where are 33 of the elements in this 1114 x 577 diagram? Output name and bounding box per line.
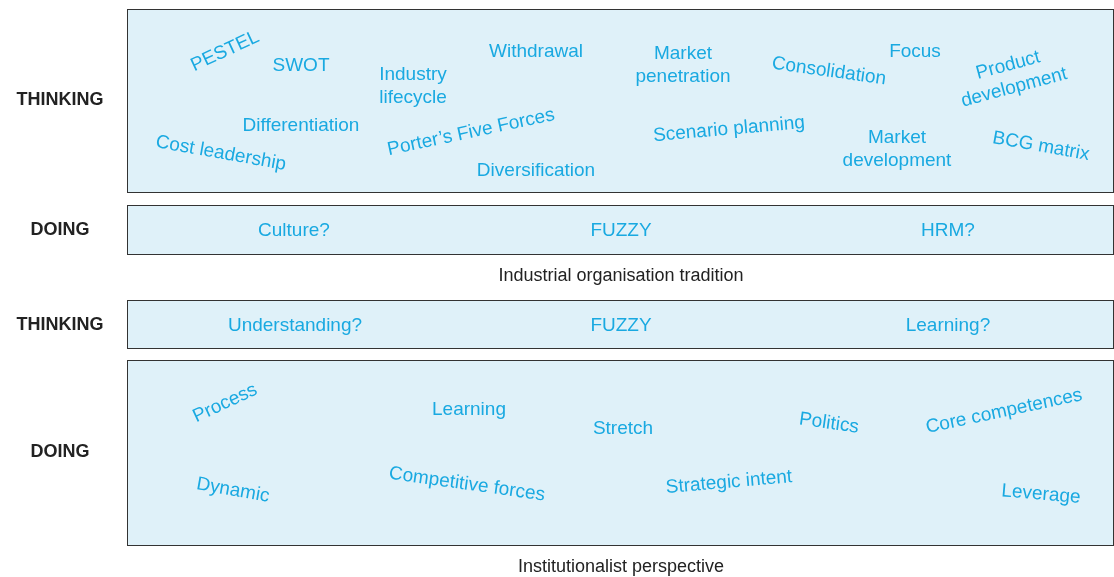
strategy-term: Consolidation	[770, 51, 888, 91]
strategy-term: Strategic intent	[664, 465, 794, 499]
strategy-term: FUZZY	[590, 218, 652, 242]
panel	[127, 205, 1114, 255]
strategy-term: HRM?	[921, 218, 975, 242]
strategy-term: Market penetration	[634, 42, 732, 88]
strategy-term: Competitive forces	[387, 461, 547, 507]
caption-text: Institutionalist perspective	[517, 555, 725, 577]
panel	[127, 360, 1114, 546]
strategy-term: Scenario planning	[652, 111, 806, 147]
strategy-term: BCG matrix	[990, 126, 1092, 166]
strategy-term: Focus	[889, 39, 941, 63]
row-heading: THINKING	[16, 88, 104, 110]
panel	[127, 9, 1114, 193]
strategy-term: SWOT	[272, 53, 330, 77]
panel	[127, 300, 1114, 349]
strategy-term: Understanding?	[227, 313, 363, 337]
strategy-term: FUZZY	[590, 313, 652, 337]
caption-text: Industrial organisation tradition	[498, 264, 744, 286]
strategy-term: Industry lifecycle	[378, 63, 448, 109]
row-heading: THINKING	[16, 313, 104, 335]
strategy-term: Learning	[432, 397, 506, 421]
strategy-term: Culture?	[258, 218, 330, 242]
row-heading: DOING	[30, 218, 90, 240]
strategy-term: Politics	[797, 407, 861, 439]
strategy-term: Stretch	[592, 416, 654, 440]
strategy-term: Withdrawal	[489, 39, 583, 63]
strategy-term: Market development	[841, 126, 953, 172]
row-heading: DOING	[30, 440, 90, 462]
strategy-term: Diversification	[476, 158, 596, 182]
strategy-term: Leverage	[1000, 479, 1082, 509]
strategy-term: Learning?	[905, 313, 991, 337]
strategy-term: Dynamic	[194, 472, 272, 508]
